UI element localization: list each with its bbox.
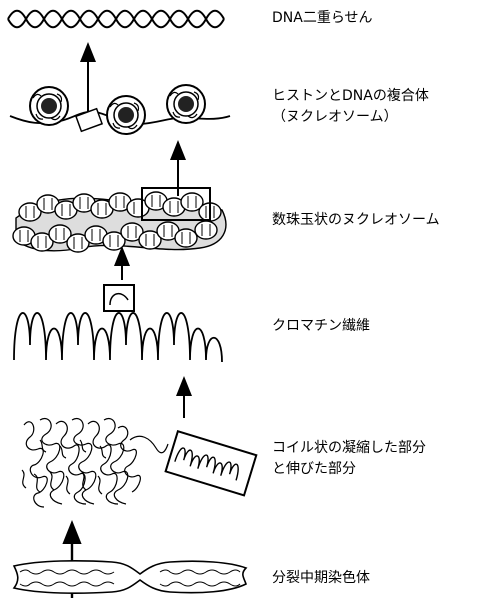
label-dna-double-helix: DNA二重らせん (272, 10, 373, 26)
label-nucleosome-complex: ヒストンとDNAの複合体 （ヌクレオソーム） (272, 88, 429, 125)
label-chromatin-fiber: クロマチン繊維 (272, 318, 370, 334)
coil-zoom-box (164, 429, 258, 497)
coiled-chromatin-drawing (21, 418, 258, 508)
label-metaphase-chromosome: 分裂中期染色体 (272, 570, 370, 586)
dna-double-helix-drawing (7, 9, 225, 29)
bead-zoom-box (141, 187, 211, 221)
metaphase-chromosome-drawing (12, 560, 248, 594)
chromatin-fiber-drawing (13, 284, 223, 363)
nucleosome-zoom-box (74, 107, 104, 133)
nucleosome-drawing (9, 84, 231, 135)
nucleosome-middle (106, 95, 146, 135)
bead-nucleosome-drawing (12, 187, 227, 253)
label-bead-nucleosome: 数珠玉状のヌクレオソーム (272, 212, 440, 228)
label-coiled-and-extended: コイル状の凝縮した部分 と伸びた部分 (272, 440, 426, 477)
nucleosome-right (166, 84, 206, 124)
nucleosome-left (29, 86, 69, 126)
fiber-zoom-box (103, 284, 135, 312)
